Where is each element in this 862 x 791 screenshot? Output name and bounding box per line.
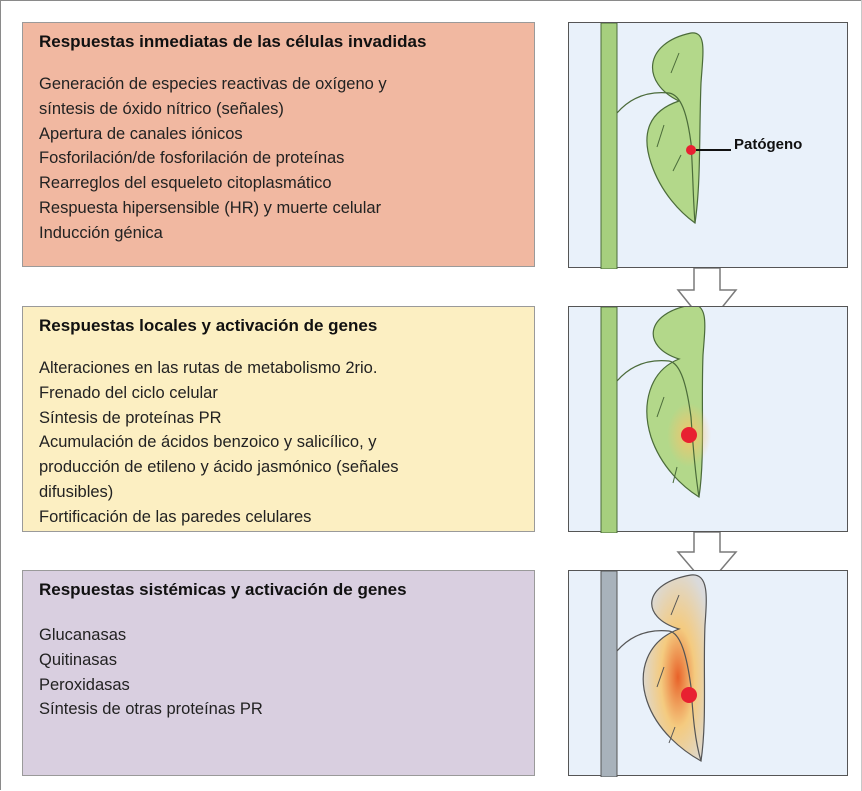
leaf-petiole [616, 360, 700, 498]
leaf-infection-panel [568, 22, 848, 269]
list-item: Apertura de canales iónicos [39, 124, 243, 143]
plant-stem [600, 307, 618, 533]
list-item: Inducción génica [39, 223, 163, 242]
leaf-vein [672, 154, 682, 172]
immediate-responses-box: Respuestas inmediatas de las células inv… [22, 22, 535, 267]
list-item: Quitinasas [39, 650, 117, 669]
list-item: Síntesis de otras proteínas PR [39, 700, 263, 719]
list-item: Fosforilación/de fosforilación de proteí… [39, 149, 345, 168]
leaf-petiole [616, 92, 696, 224]
systemic-responses-list: Glucanasas Quitinasas Peroxidasas Síntes… [39, 623, 263, 722]
leaf-petiole [616, 630, 702, 762]
list-item: Glucanasas [39, 626, 127, 644]
leaf-local-panel [568, 306, 848, 533]
leaf-vein [670, 52, 680, 74]
systemic-responses-title: Respuestas sistémicas y activación de ge… [39, 580, 407, 599]
local-responses-list: Alteraciones en las rutas de metabolismo… [39, 356, 399, 530]
pathogen-label: Patógeno [734, 136, 803, 153]
list-item: Síntesis de proteínas PR [39, 408, 222, 427]
list-item: síntesis de óxido nítrico (señales) [39, 99, 284, 118]
local-responses-box: Respuestas locales y activación de genes… [22, 306, 535, 532]
leaf-blade [646, 307, 706, 498]
immediate-responses-title: Respuestas inmediatas de las células inv… [39, 32, 427, 51]
down-arrow [676, 532, 738, 588]
pathogen-spot [681, 427, 697, 443]
immediate-responses-list: Generación de especies reactivas de oxíg… [39, 72, 387, 246]
list-item: Peroxidasas [39, 675, 130, 694]
list-item: Generación de especies reactivas de oxíg… [39, 75, 387, 93]
list-item: Respuesta hipersensible (HR) y muerte ce… [39, 198, 382, 217]
leaf-illustration [600, 23, 731, 269]
leaf-blade [642, 574, 707, 762]
leaf-vein [656, 396, 665, 418]
leaf-vein [656, 666, 665, 688]
list-item: Rearreglos del esqueleto citoplasmático [39, 174, 332, 193]
list-item: Alteraciones en las rutas de metabolismo… [39, 359, 378, 377]
leaf-vein [668, 726, 676, 744]
leaf-vein [656, 124, 665, 148]
leaf-illustration [600, 571, 707, 777]
plant-stem [600, 571, 618, 777]
local-responses-title: Respuestas locales y activación de genes [39, 316, 378, 335]
list-item: Frenado del ciclo celular [39, 383, 218, 402]
pathogen-spot [681, 687, 697, 703]
list-item: Fortificación de las paredes celulares [39, 507, 312, 526]
pathogen-spot [686, 145, 696, 155]
leaf-vein [670, 594, 680, 616]
leaf-illustration [600, 307, 711, 533]
leaf-systemic-panel [568, 570, 848, 777]
list-item: Acumulación de ácidos benzoico y salicíl… [39, 433, 377, 452]
list-item: difusibles) [39, 482, 114, 501]
leaf-vein [672, 466, 678, 484]
leaf-blade [646, 32, 704, 225]
list-item: producción de etileno y ácido jasmónico … [39, 458, 399, 477]
plant-stem [600, 23, 618, 269]
systemic-responses-box: Respuestas sistémicas y activación de ge… [22, 570, 535, 776]
